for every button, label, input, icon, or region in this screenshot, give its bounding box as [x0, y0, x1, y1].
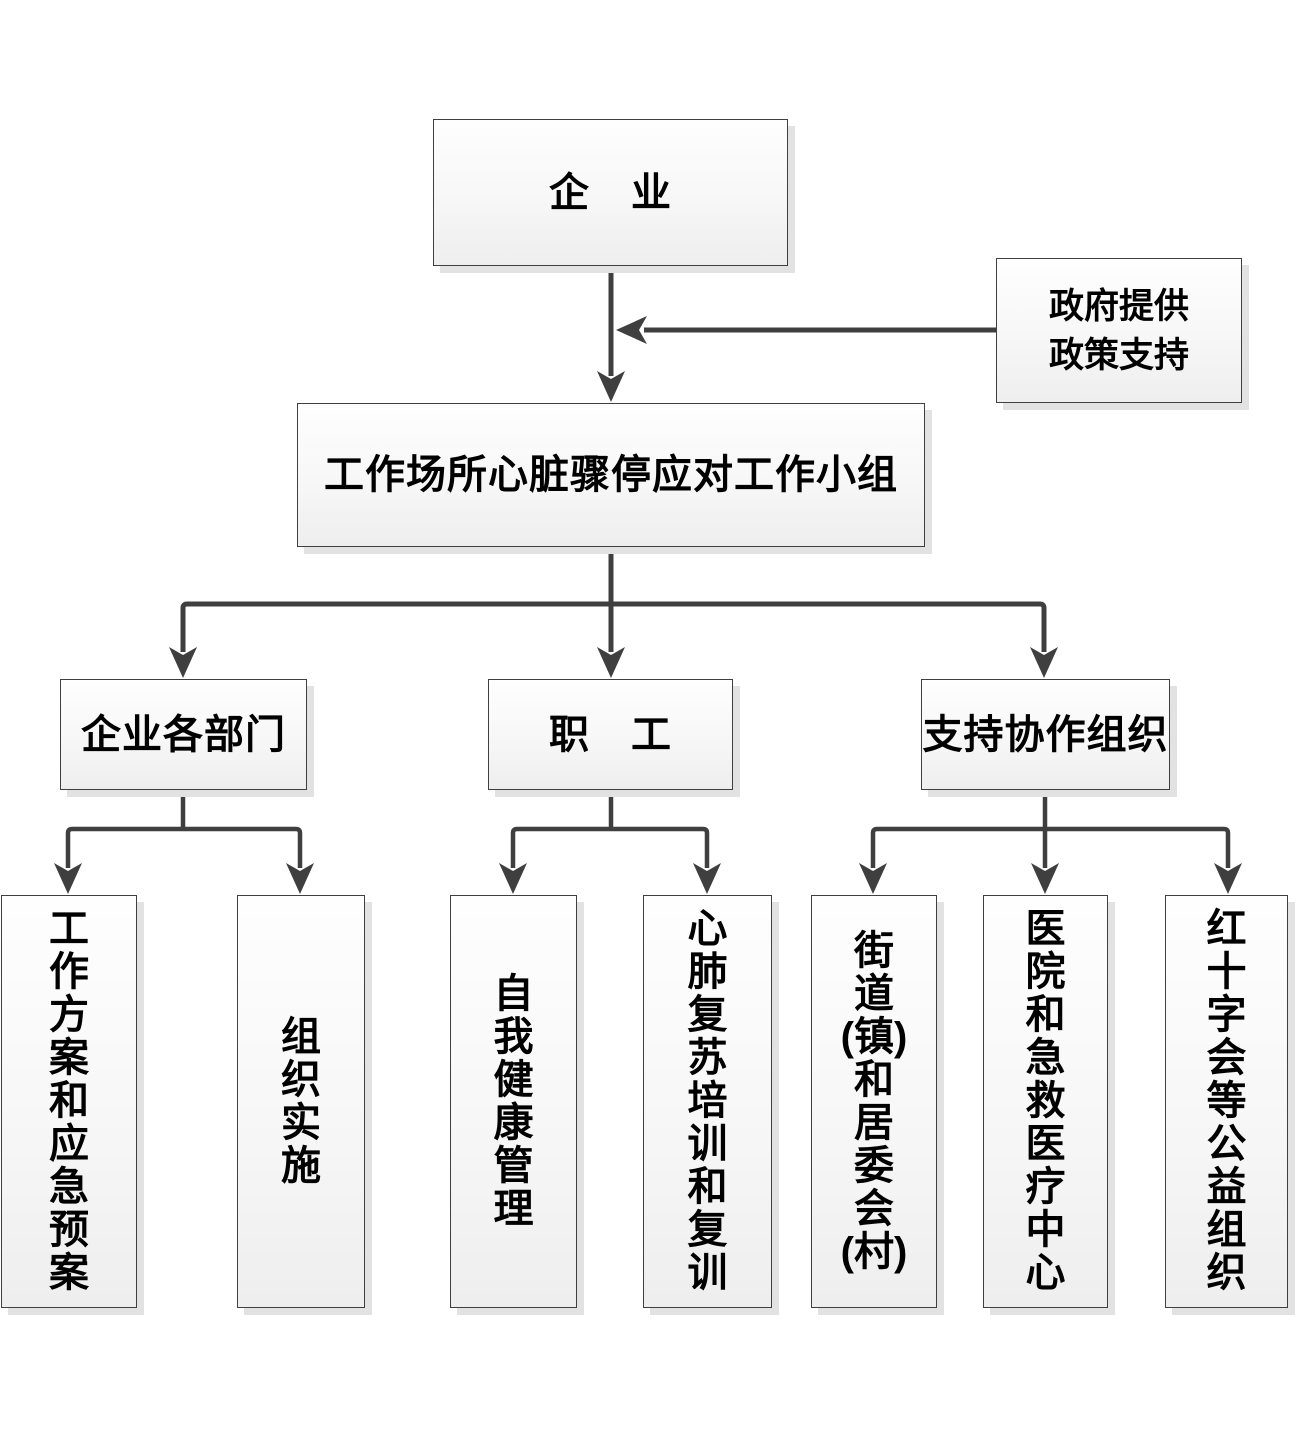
vertical-char-row: 医: [1025, 907, 1066, 951]
arrowhead-down-street-committee: [859, 863, 887, 894]
arrowhead-down-work-plan: [54, 863, 82, 894]
arrowhead-down-support: [1030, 647, 1058, 678]
node-enterprise: 企 业: [433, 119, 788, 266]
vertical-char-row: 案: [49, 1036, 89, 1080]
vertical-char-row: 中: [1025, 1208, 1066, 1252]
vertical-char-row: 字: [1206, 993, 1247, 1037]
vertical-char-row: (镇): [840, 1014, 908, 1059]
vertical-char-row: 作: [49, 950, 89, 994]
vertical-char-row: 急: [49, 1165, 89, 1209]
vertical-char-row: 和: [854, 1057, 894, 1102]
arrowhead-down-hospital: [1031, 863, 1059, 894]
vertical-char-row: 施: [281, 1143, 321, 1188]
node-work-plan: 工作方案和应急预案: [1, 895, 137, 1308]
vertical-char-row: 委: [854, 1143, 894, 1188]
vertical-char-row: 组: [1206, 1208, 1247, 1252]
vertical-char-row: 和: [1025, 993, 1066, 1037]
vertical-char-row: 街: [854, 928, 894, 973]
connector-branch-departments: [65, 826, 303, 868]
vertical-char-row: 训: [687, 1122, 728, 1166]
vertical-char-row: (村): [840, 1229, 908, 1274]
arrowhead-down-implementation: [286, 863, 314, 894]
arrowhead-down-staff: [597, 647, 625, 678]
vertical-char-row: 织: [281, 1057, 321, 1102]
vertical-char-row: 健: [493, 1057, 534, 1102]
arrowhead-down-taskforce: [597, 371, 625, 402]
vertical-char-row: 和: [687, 1165, 728, 1209]
vertical-char-row: 训: [687, 1251, 728, 1295]
connector-branch-support: [870, 826, 1231, 868]
arrowhead-left-government: [616, 316, 647, 344]
node-hospital-emergency: 医院和急救医疗中心: [983, 895, 1108, 1308]
connector-branch-level2: [180, 601, 1047, 652]
arrowhead-down-self-health: [499, 863, 527, 894]
node-street-committee: 街道(镇)和居委会(村): [811, 895, 937, 1308]
vertical-char-row: 疗: [1025, 1165, 1066, 1209]
vertical-char-row: 复: [687, 993, 728, 1037]
vertical-char-row: 理: [493, 1186, 534, 1231]
connector-branch-staff: [510, 826, 710, 868]
node-support-orgs-label: 支持协作组织: [922, 712, 1169, 757]
node-departments: 企业各部门: [60, 679, 307, 790]
vertical-char-row: 组: [281, 1014, 321, 1059]
vertical-char-row: 康: [493, 1100, 534, 1145]
node-taskforce-label: 工作场所心脏骤停应对工作小组: [324, 453, 898, 497]
vertical-char-row: 院: [1025, 950, 1066, 994]
vertical-char-row: 应: [49, 1122, 89, 1166]
vertical-char-row: 会: [854, 1186, 894, 1231]
vertical-char-row: 心: [1025, 1251, 1066, 1295]
vertical-char-row: 复: [687, 1208, 728, 1252]
vertical-char-row: 心: [687, 907, 728, 951]
arrowhead-down-cpr-training: [693, 863, 721, 894]
vertical-char-row: 医: [1025, 1122, 1066, 1166]
node-government-support-label: 政府提供 政策支持: [1048, 286, 1189, 375]
vertical-char-row: 织: [1206, 1251, 1247, 1295]
vertical-char-row: 红: [1206, 907, 1247, 951]
node-cpr-training: 心肺复苏培训和复训: [643, 895, 772, 1308]
arrowhead-down-red-cross: [1214, 863, 1242, 894]
node-red-cross: 红十字会等公益组织: [1165, 895, 1288, 1308]
vertical-char-row: 公: [1206, 1122, 1247, 1166]
vertical-char-row: 救: [1025, 1079, 1066, 1123]
vertical-char-row: 等: [1206, 1079, 1247, 1123]
node-government-support: 政府提供 政策支持: [996, 258, 1242, 403]
vertical-char-row: 益: [1206, 1165, 1247, 1209]
vertical-char-row: 居: [854, 1100, 894, 1145]
vertical-char-row: 管: [493, 1143, 534, 1188]
node-support-orgs: 支持协作组织: [921, 679, 1170, 790]
vertical-char-row: 急: [1025, 1036, 1066, 1080]
vertical-char-row: 预: [49, 1208, 89, 1252]
vertical-char-row: 道: [854, 971, 894, 1016]
node-staff-label: 职 工: [549, 712, 672, 757]
vertical-char-row: 会: [1206, 1036, 1247, 1080]
vertical-char-row: 培: [687, 1079, 728, 1123]
vertical-char-row: 我: [493, 1014, 534, 1059]
vertical-char-row: 十: [1206, 950, 1247, 994]
vertical-char-row: 肺: [687, 950, 728, 994]
node-staff: 职 工: [488, 679, 733, 790]
vertical-char-row: 自: [493, 971, 534, 1016]
vertical-char-row: 案: [49, 1251, 89, 1295]
arrowhead-down-departments: [169, 647, 197, 678]
node-self-health: 自我健康管理: [450, 895, 577, 1308]
vertical-char-row: 和: [49, 1079, 89, 1123]
node-implementation: 组织实施: [237, 895, 365, 1308]
vertical-char-row: 工: [49, 907, 89, 951]
node-enterprise-label: 企 业: [549, 170, 672, 215]
vertical-char-row: 实: [281, 1100, 321, 1145]
vertical-char-row: 方: [49, 993, 89, 1037]
node-departments-label: 企业各部门: [81, 712, 286, 757]
node-taskforce: 工作场所心脏骤停应对工作小组: [297, 403, 925, 547]
vertical-char-row: 苏: [687, 1036, 728, 1080]
